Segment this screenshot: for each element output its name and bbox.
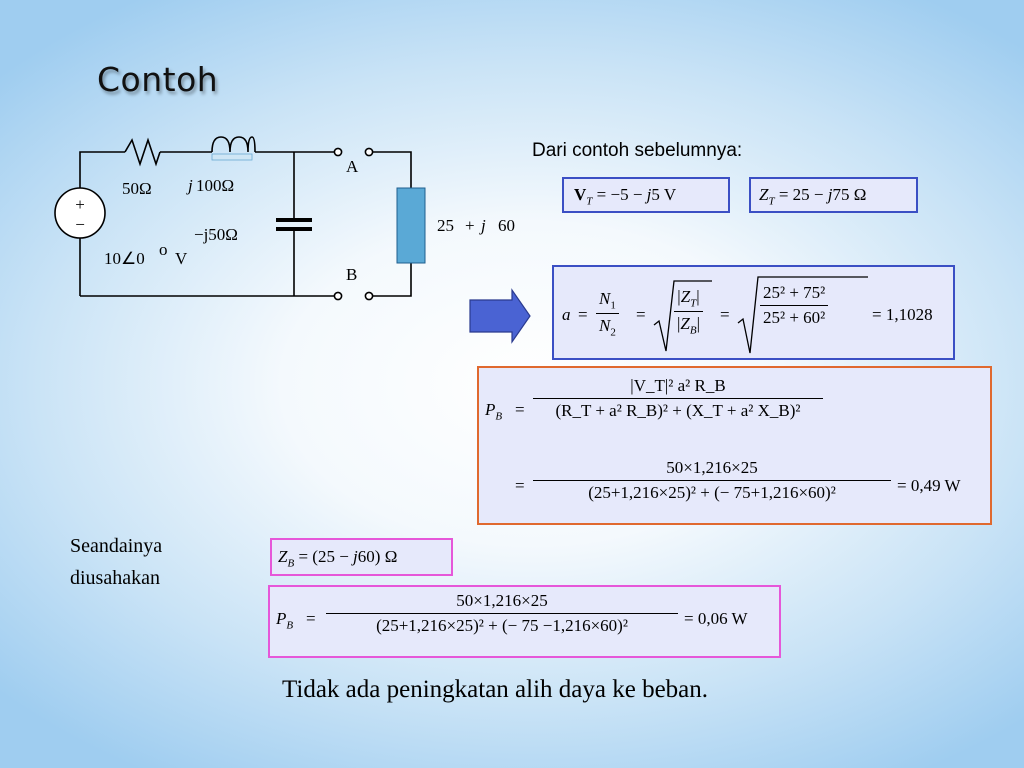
zb-rhs: = (25 −	[298, 547, 349, 566]
power-fraction-2: 50×1,216×25 (25+1,216×25)² + (− 75+1,216…	[533, 458, 891, 503]
zb-box: ZB = (25 − j60) Ω	[270, 538, 453, 576]
zb-value: 60) Ω	[357, 547, 398, 566]
turns-n2: N	[599, 316, 611, 336]
power-pb: P	[485, 400, 496, 419]
turns-zt-sub: T	[690, 297, 697, 310]
zt-symbol: Z	[759, 185, 769, 204]
power-pb-sub: B	[495, 410, 503, 423]
power-result: = 0,49 W	[897, 476, 961, 495]
power-eq2: =	[515, 476, 525, 495]
vt-j: j	[646, 185, 652, 204]
side-note: Seandainya diusahakan	[70, 530, 162, 594]
load-imag: 60	[498, 216, 515, 235]
turns-ratio-box: a = N1 N2 = |ZT| |ZB| = 25² + 75² 25² + …	[552, 265, 955, 360]
source-minus: −	[75, 215, 85, 234]
power-box: PB = |V_T|² a² R_B (R_T + a² R_B)² + (X_…	[477, 366, 992, 525]
node-a-label: A	[346, 157, 359, 176]
sqrt-sign-1	[653, 280, 712, 352]
turns-eq1: =	[578, 305, 588, 324]
pb-symbol: P	[276, 609, 287, 628]
turns-n-ratio: N1 N2	[596, 289, 619, 339]
turns-n2-sub: 2	[610, 326, 616, 339]
turns-result: = 1,1028	[872, 305, 933, 324]
zt-rhs: = 25 −	[778, 185, 824, 204]
pb-sub: B	[286, 619, 294, 632]
turns-value-ratio: 25² + 75² 25² + 60²	[760, 283, 829, 328]
source-plus: +	[75, 195, 85, 214]
pb-box: PB = 50×1,216×25 (25+1,216×25)² + (− 75 …	[268, 585, 781, 658]
pb-fraction: 50×1,216×25 (25+1,216×25)² + (− 75 −1,21…	[326, 591, 678, 636]
pb-eq: =	[306, 609, 316, 628]
vt-sub: T	[586, 195, 593, 208]
pb-denominator: (25+1,216×25)² + (− 75 −1,216×60)²	[326, 613, 678, 636]
side-note-line1: Seandainya	[70, 535, 163, 557]
capacitor	[276, 218, 312, 222]
arrow-right-icon	[469, 288, 531, 344]
turns-z-ratio: |ZT| |ZB|	[674, 287, 704, 337]
turns-eq3: =	[720, 305, 730, 324]
load-j: j	[479, 216, 486, 235]
power-denominator-2: (25+1,216×25)² + (− 75+1,216×60)²	[533, 480, 891, 503]
turns-a: a	[562, 305, 571, 324]
vt-box: VT = −5 − j5 V	[562, 177, 730, 213]
load-impedance	[396, 187, 426, 264]
turns-zb: Z	[680, 314, 690, 334]
power-numerator-2: 50×1,216×25	[666, 458, 758, 477]
vt-rhs: = −5 −	[596, 185, 643, 204]
power-numerator: |V_T|² a² R_B	[630, 376, 726, 395]
power-denominator: (R_T + a² R_B)² + (X_T + a² X_B)²	[533, 398, 823, 421]
vt-value: 5 V	[651, 185, 677, 204]
inductor-label: 100Ω	[196, 176, 234, 195]
zt-value: 75 Ω	[832, 185, 867, 204]
pb-result: = 0,06 W	[684, 609, 748, 628]
turns-den-expr: 25² + 60²	[760, 305, 829, 328]
zb-symbol: Z	[278, 547, 288, 566]
turns-eq2: =	[636, 305, 646, 324]
resistor-50-ohm	[124, 137, 161, 167]
load-real: 25	[437, 216, 454, 235]
turns-n1-sub: 1	[610, 299, 616, 312]
side-note-line2: diusahakan	[70, 567, 160, 589]
source-unit: V	[175, 249, 188, 268]
node-b-label: B	[346, 265, 357, 284]
zb-sub: B	[287, 557, 295, 570]
slide-title: Contoh	[97, 60, 219, 99]
zt-box: ZT = 25 − j75 Ω	[749, 177, 918, 213]
turns-zt: Z	[680, 287, 691, 306]
zb-j: j	[353, 547, 358, 566]
inductor	[211, 136, 256, 153]
source-magnitude: 10∠0	[104, 249, 145, 268]
conclusion-text: Tidak ada peningkatan alih daya ke beban…	[282, 676, 709, 703]
load-plus: +	[465, 216, 475, 235]
voltage-source	[54, 187, 106, 239]
zt-j: j	[827, 185, 833, 204]
capacitor-label: −j50Ω	[194, 225, 238, 244]
sqrt-sign-2	[737, 276, 868, 354]
zt-sub: T	[768, 195, 775, 208]
turns-n1: N	[599, 289, 611, 308]
source-degree: o	[159, 240, 168, 259]
vt-symbol: V	[574, 185, 587, 204]
resistor-label: 50Ω	[122, 179, 152, 198]
intro-text: Dari contoh sebelumnya:	[532, 140, 743, 161]
inductor-j: j	[186, 176, 193, 195]
power-fraction: |V_T|² a² R_B (R_T + a² R_B)² + (X_T + a…	[533, 376, 823, 421]
turns-zb-sub: B	[689, 324, 697, 337]
turns-num-expr: 25² + 75²	[763, 283, 826, 302]
power-eq: =	[515, 400, 525, 419]
pb-numerator: 50×1,216×25	[456, 591, 548, 610]
